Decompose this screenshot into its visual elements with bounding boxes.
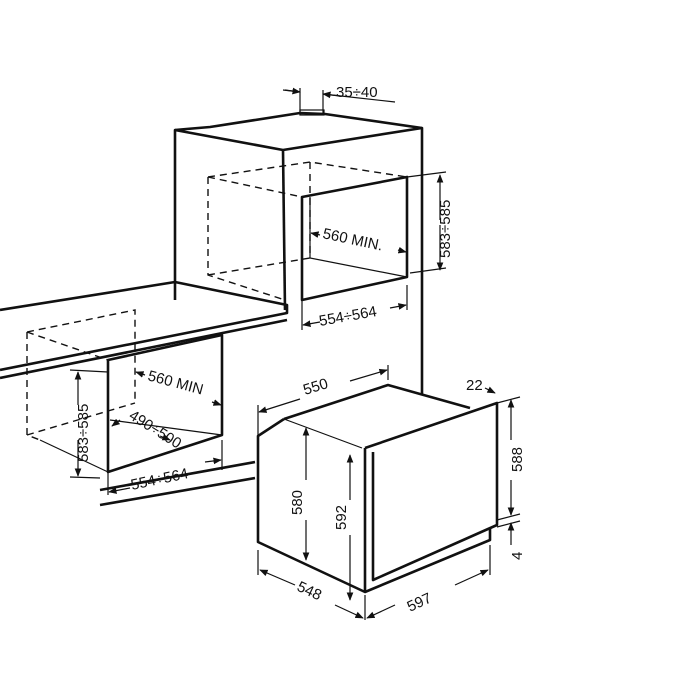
dim-oven-22-label: 22 xyxy=(466,377,483,394)
countertop xyxy=(0,280,289,380)
dim-lower-height-label: 583÷585 xyxy=(75,404,92,462)
dim-lower-inner-label: 490÷500 xyxy=(126,407,184,452)
dimension-column-width: 554÷564 xyxy=(301,285,408,330)
dim-oven-592-label: 592 xyxy=(333,505,350,530)
dimension-lower-height: 583÷585 xyxy=(69,369,109,479)
dimension-35-40: 35÷40 xyxy=(282,84,396,115)
column-niche xyxy=(207,161,409,302)
dim-column-depth-label: 560 MIN. xyxy=(321,225,384,254)
dim-lower-depth-label: 560 MIN xyxy=(146,367,205,398)
dimension-column-height: 583÷585 xyxy=(406,171,454,274)
dim-column-height-label: 583÷585 xyxy=(437,200,454,258)
tall-column-cabinet xyxy=(173,109,424,395)
dim-35-40-label: 35÷40 xyxy=(336,84,378,101)
dim-lower-width-label: 554÷564 xyxy=(129,465,190,494)
dim-oven-548-label: 548 xyxy=(294,578,324,604)
dim-oven-4-label: 4 xyxy=(509,552,526,560)
oven-appliance xyxy=(256,383,499,594)
dim-oven-597-label: 597 xyxy=(405,590,435,616)
dim-oven-580-label: 580 xyxy=(289,490,306,515)
dim-column-width-label: 554÷564 xyxy=(318,303,378,330)
dim-oven-550-label: 550 xyxy=(301,375,330,399)
under-counter-niche xyxy=(26,309,256,507)
dim-oven-588-label: 588 xyxy=(509,447,526,472)
